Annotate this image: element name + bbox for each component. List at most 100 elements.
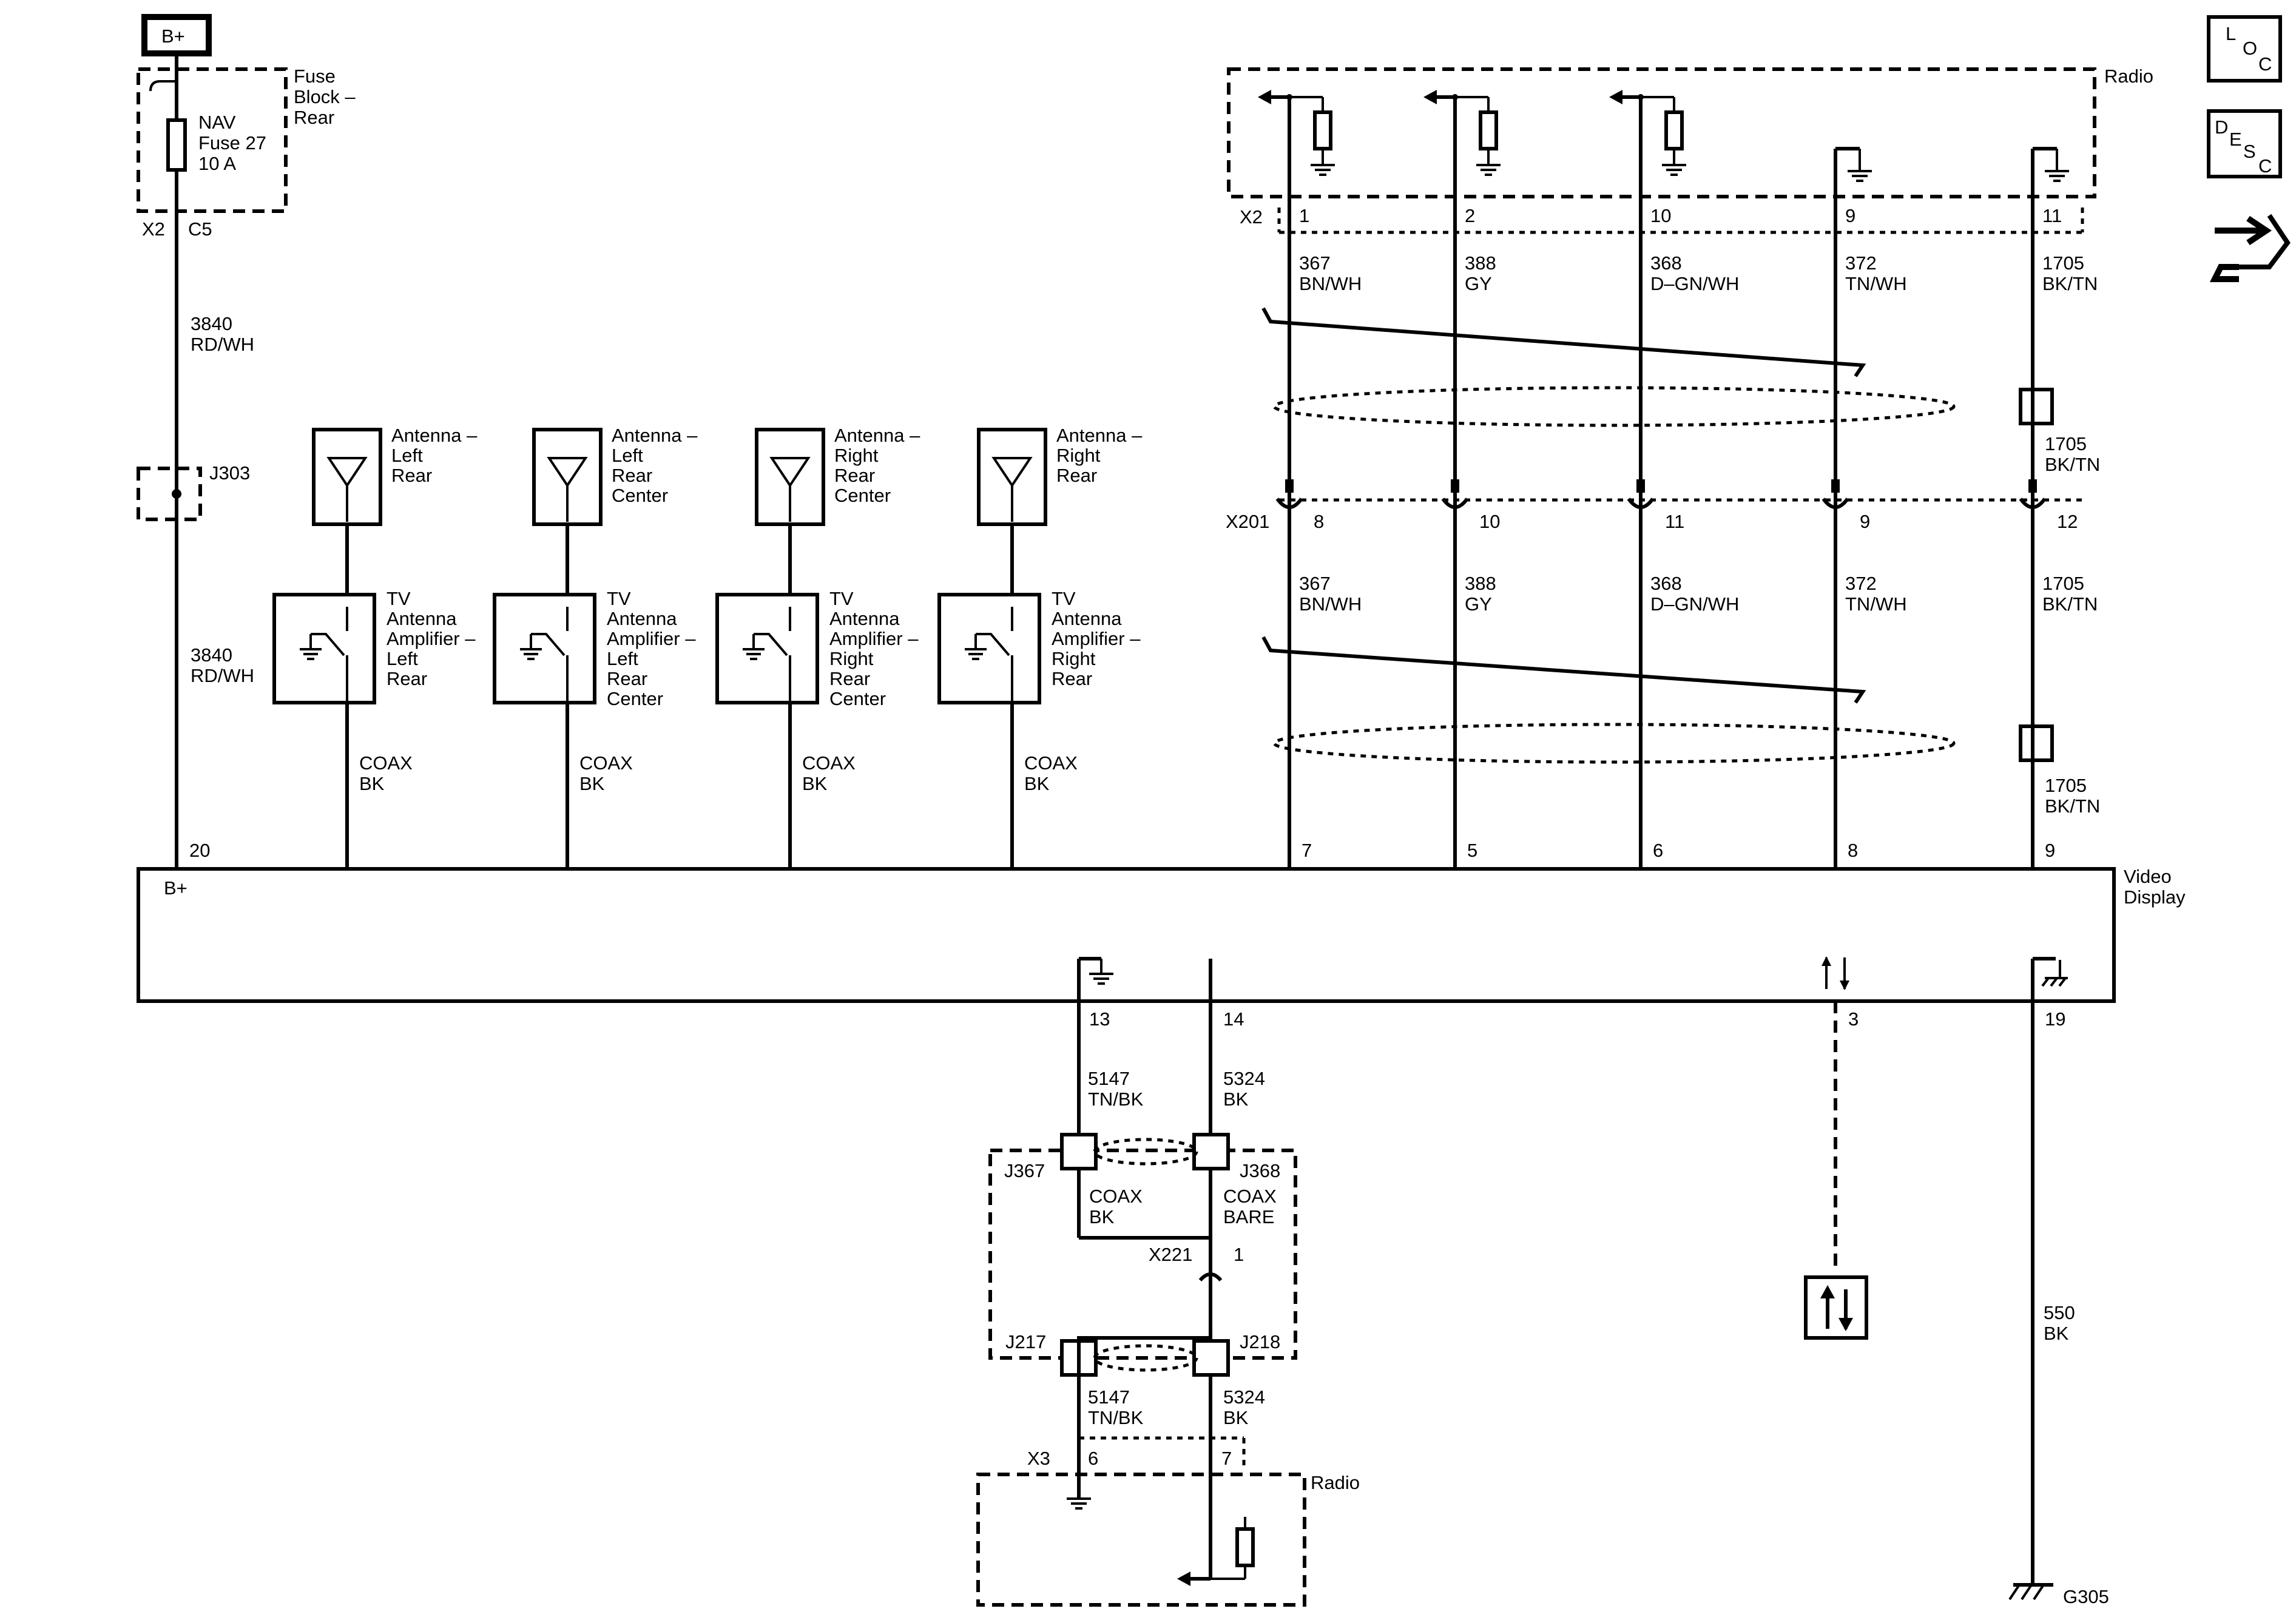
svg-text:RD/WH: RD/WH	[191, 665, 254, 686]
svg-text:Center: Center	[607, 688, 663, 709]
svg-text:Antenna: Antenna	[387, 608, 457, 629]
svg-text:S: S	[2243, 141, 2256, 162]
svg-text:BK: BK	[579, 773, 605, 794]
svg-text:388: 388	[1465, 573, 1496, 594]
svg-text:C: C	[2258, 155, 2272, 177]
svg-text:3840: 3840	[191, 644, 232, 666]
tools-icon[interactable]	[2209, 214, 2291, 282]
svg-text:Rear: Rear	[294, 107, 334, 128]
svg-text:5: 5	[1467, 840, 1477, 861]
svg-text:TN/BK: TN/BK	[1088, 1407, 1144, 1428]
svg-text:10: 10	[1479, 511, 1500, 532]
svg-text:BK/TN: BK/TN	[2042, 593, 2098, 615]
svg-text:12: 12	[2057, 511, 2078, 532]
svg-text:Antenna: Antenna	[829, 608, 900, 629]
drain-wire-upper-label: 1705 BK/TN	[2045, 433, 2100, 475]
radio-signal-wires: 1367BN/WH8367BN/WH72388GY10388GY510368D–…	[1254, 90, 2098, 981]
svg-text:TN/WH: TN/WH	[1845, 273, 1907, 294]
svg-text:5147: 5147	[1088, 1068, 1130, 1089]
svg-text:Rear: Rear	[1052, 668, 1092, 689]
svg-text:Right: Right	[1052, 648, 1096, 669]
svg-text:X3: X3	[1027, 1448, 1050, 1469]
connector-x2-left: X2	[142, 218, 165, 240]
svg-text:Right: Right	[834, 445, 879, 466]
radio-top-module: Radio	[1227, 66, 2153, 198]
svg-text:J217: J217	[1005, 1331, 1046, 1352]
svg-text:Antenna –: Antenna –	[391, 425, 478, 446]
svg-text:1: 1	[1234, 1244, 1244, 1265]
svg-text:5324: 5324	[1223, 1386, 1265, 1408]
svg-text:388: 388	[1465, 252, 1496, 274]
svg-text:COAX: COAX	[1089, 1186, 1143, 1207]
svg-text:1705: 1705	[2042, 252, 2084, 274]
svg-text:Antenna: Antenna	[1052, 608, 1122, 629]
serial-data-line	[1804, 956, 1868, 1340]
svg-text:Rear: Rear	[387, 668, 427, 689]
svg-text:TN/WH: TN/WH	[1845, 593, 1907, 615]
svg-text:GY: GY	[1465, 273, 1492, 294]
svg-text:Display: Display	[2124, 886, 2186, 908]
svg-text:BARE: BARE	[1223, 1206, 1274, 1227]
video-display-module: B+ Video Display	[137, 866, 2186, 1003]
svg-text:E: E	[2229, 129, 2242, 150]
svg-text:5324: 5324	[1223, 1068, 1265, 1089]
desc-icon[interactable]: D E S C	[2207, 109, 2282, 178]
svg-text:Rear: Rear	[607, 668, 647, 689]
svg-text:6: 6	[1088, 1448, 1098, 1469]
svg-text:9: 9	[1845, 205, 1855, 226]
svg-text:10: 10	[1650, 205, 1671, 226]
svg-text:Center: Center	[834, 485, 891, 506]
svg-text:BN/WH: BN/WH	[1299, 593, 1362, 615]
svg-text:368: 368	[1650, 252, 1682, 274]
inline-connector-x201: X201	[1226, 511, 1269, 532]
svg-text:Rear: Rear	[391, 465, 432, 486]
svg-text:10 A: 10 A	[198, 153, 236, 174]
svg-text:BK/TN: BK/TN	[2042, 273, 2098, 294]
svg-text:Antenna –: Antenna –	[612, 425, 698, 446]
svg-text:TV: TV	[607, 588, 631, 609]
svg-text:NAV: NAV	[198, 112, 236, 133]
svg-text:BK: BK	[1024, 773, 1050, 794]
svg-text:Rear: Rear	[829, 668, 870, 689]
svg-text:Antenna: Antenna	[607, 608, 677, 629]
svg-text:1705: 1705	[2045, 433, 2087, 454]
svg-text:Radio: Radio	[1311, 1472, 1360, 1493]
radio-connector-x2: X2	[1240, 206, 1263, 228]
svg-text:6: 6	[1653, 840, 1663, 861]
svg-text:COAX: COAX	[802, 752, 856, 774]
svg-text:Left: Left	[387, 648, 418, 669]
svg-text:Right: Right	[1056, 445, 1101, 466]
svg-text:9: 9	[2045, 840, 2055, 861]
svg-text:5147: 5147	[1088, 1386, 1130, 1408]
svg-text:372: 372	[1845, 573, 1877, 594]
svg-text:Amplifier –: Amplifier –	[387, 628, 476, 649]
svg-text:BN/WH: BN/WH	[1299, 273, 1362, 294]
video-pin-20: 20	[189, 840, 210, 861]
coax-section: 5147 TN/BK 5324 BK J367 J368 COAX BK COA…	[976, 957, 1360, 1607]
svg-text:L: L	[2226, 23, 2236, 44]
svg-text:C: C	[2258, 53, 2272, 75]
svg-text:Fuse 27: Fuse 27	[198, 132, 266, 154]
svg-text:BK: BK	[2044, 1323, 2069, 1344]
svg-text:Right: Right	[829, 648, 874, 669]
battery-plus: B+	[141, 14, 212, 56]
svg-text:BK/TN: BK/TN	[2045, 795, 2100, 817]
svg-text:Amplifier –: Amplifier –	[829, 628, 919, 649]
svg-text:11: 11	[1665, 511, 1684, 532]
svg-text:G305: G305	[2063, 1586, 2109, 1607]
svg-text:Radio: Radio	[2104, 66, 2153, 87]
vd-pin-4: 19	[2045, 1008, 2065, 1030]
svg-text:Center: Center	[829, 688, 886, 709]
svg-text:J303: J303	[209, 462, 250, 484]
svg-text:Rear: Rear	[612, 465, 652, 486]
fuse-block-rear: Fuse Block – Rear	[137, 66, 356, 213]
svg-text:O: O	[2243, 38, 2257, 59]
loc-icon[interactable]: L O C	[2207, 15, 2282, 83]
